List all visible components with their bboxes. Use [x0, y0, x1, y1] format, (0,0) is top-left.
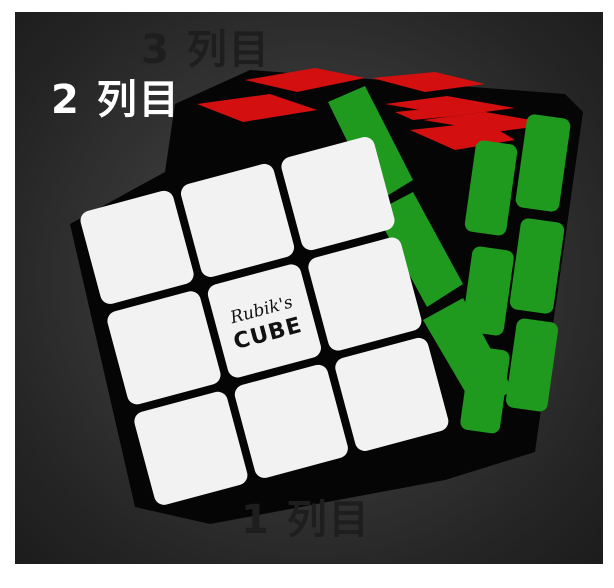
top-sticker [197, 94, 317, 122]
front-sticker [134, 391, 248, 505]
label-column-3: 3 列目 [141, 27, 271, 73]
front-sticker [180, 163, 295, 278]
label-column-1: 1 列目 [241, 497, 371, 543]
front-sticker [335, 337, 449, 451]
rubiks-cube-illustration: Rubik's CUBE [70, 68, 583, 524]
right-sticker [462, 246, 514, 336]
label-column-2: 2 列目 [51, 77, 181, 123]
right-sticker [423, 298, 513, 412]
right-sticker [375, 192, 463, 307]
front-sticker [281, 137, 395, 251]
front-sticker [308, 237, 422, 351]
right-sticker [464, 140, 518, 236]
top-sticker [372, 72, 485, 92]
right-sticker [505, 318, 559, 412]
right-sticker [515, 114, 571, 212]
front-face: Rubik's CUBE [80, 137, 449, 505]
front-sticker [80, 190, 194, 304]
front-sticker [107, 291, 221, 405]
front-center-sticker [207, 264, 321, 378]
right-sticker [509, 218, 565, 314]
top-sticker [395, 108, 455, 120]
top-sticker [245, 68, 365, 92]
top-sticker [385, 96, 515, 116]
top-sticker [423, 112, 555, 132]
cube-photo: Rubik's CUBE [15, 12, 603, 564]
front-sticker [234, 364, 348, 478]
